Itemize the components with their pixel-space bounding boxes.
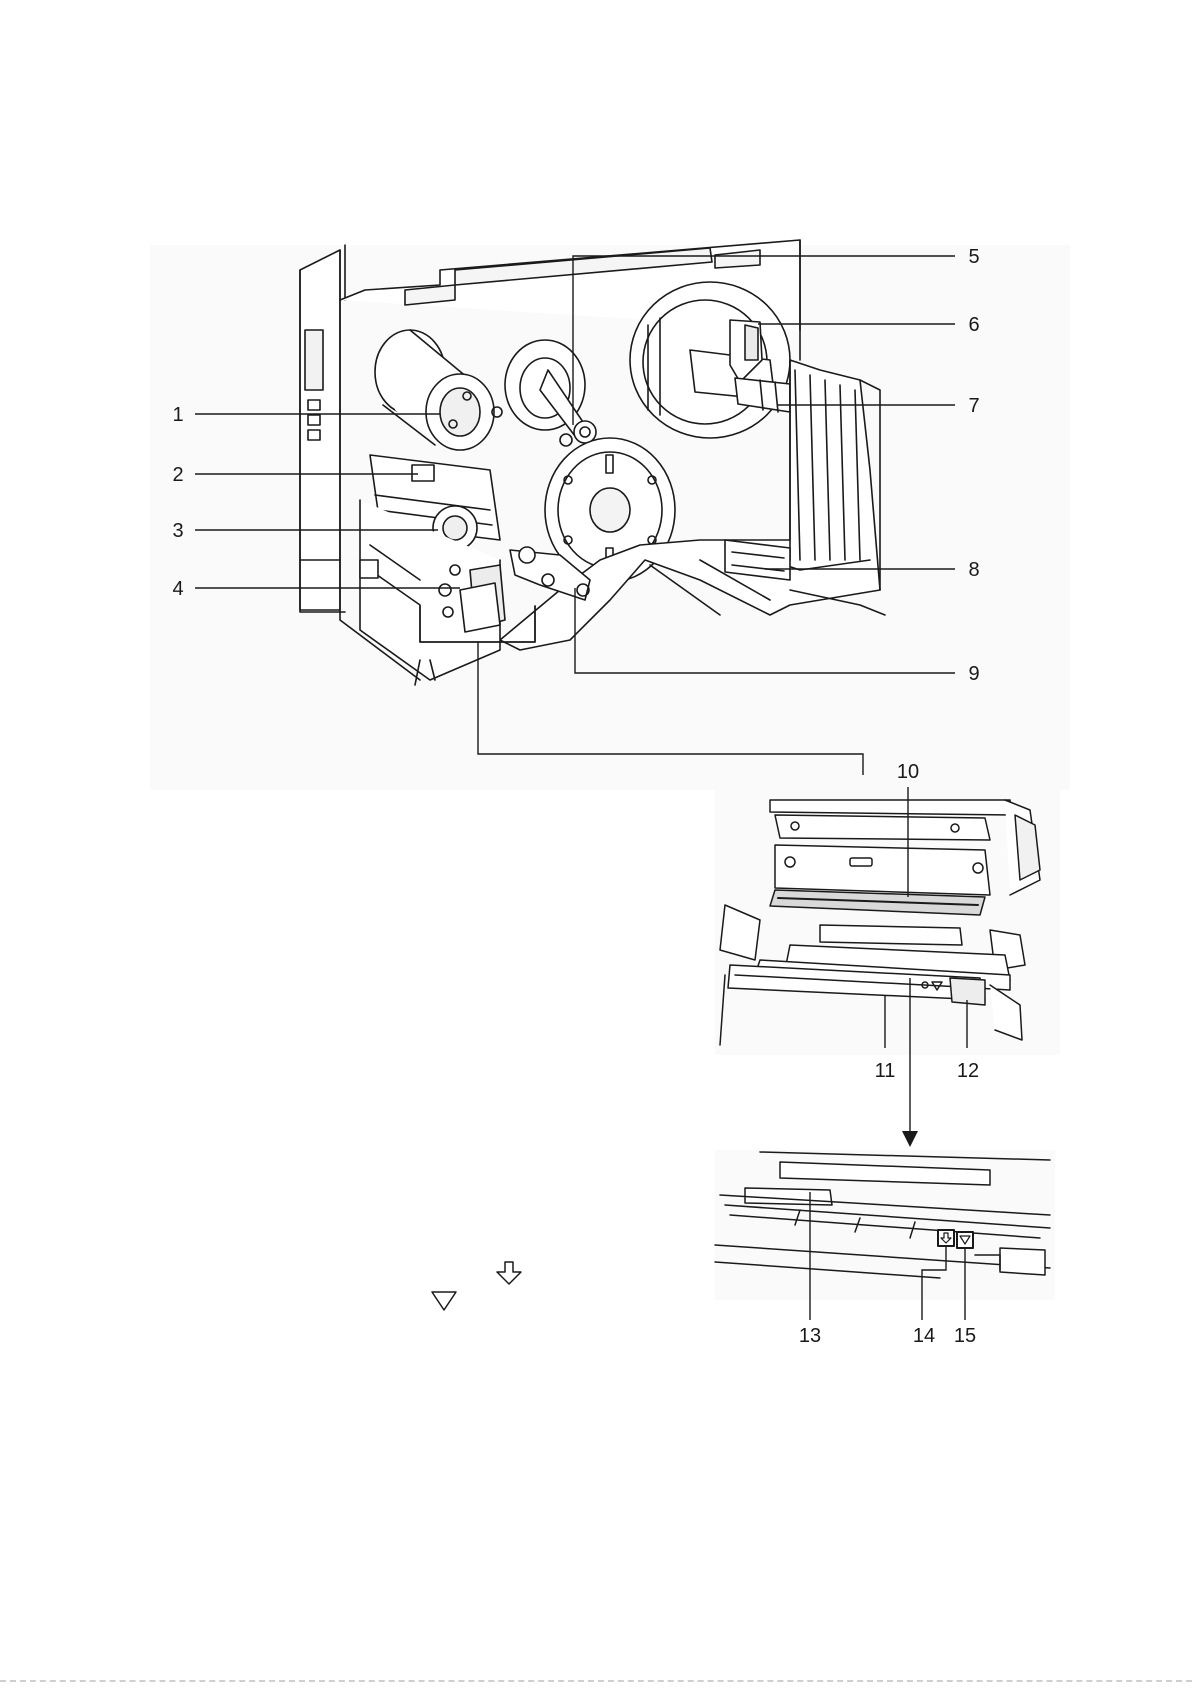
callout-8: 8 [968,559,979,581]
main-printer-view [150,240,1070,790]
sensor-bar [745,1188,832,1205]
page-bottom-border [0,1680,1192,1682]
callout-14: 14 [913,1325,935,1347]
callout-12: 12 [957,1060,979,1082]
callout-4: 4 [172,578,183,600]
triangle-down-outline-icon [432,1292,456,1310]
printer-housing-left [300,245,345,612]
callout-9: 9 [968,663,979,685]
callout-15: 15 [954,1325,976,1347]
callout-5: 5 [968,246,979,268]
callout-13: 13 [799,1325,821,1347]
callout-2: 2 [172,464,183,486]
callout-10: 10 [897,761,919,783]
callout-1: 1 [172,404,183,426]
media-supply-holder [630,282,790,438]
callout-11: 11 [875,1060,896,1082]
media-slot [725,540,790,580]
sensor-detail-view [715,1150,1055,1300]
callout-6: 6 [968,314,979,336]
callout-3: 3 [172,520,183,542]
display-panel [305,330,323,390]
detail2-arrow-head [902,1131,918,1147]
callout-7: 7 [968,395,979,417]
sensor-position-mark-15 [957,1232,973,1248]
arrow-down-outline-icon [497,1262,521,1284]
print-head-detail-view [715,775,1060,1055]
